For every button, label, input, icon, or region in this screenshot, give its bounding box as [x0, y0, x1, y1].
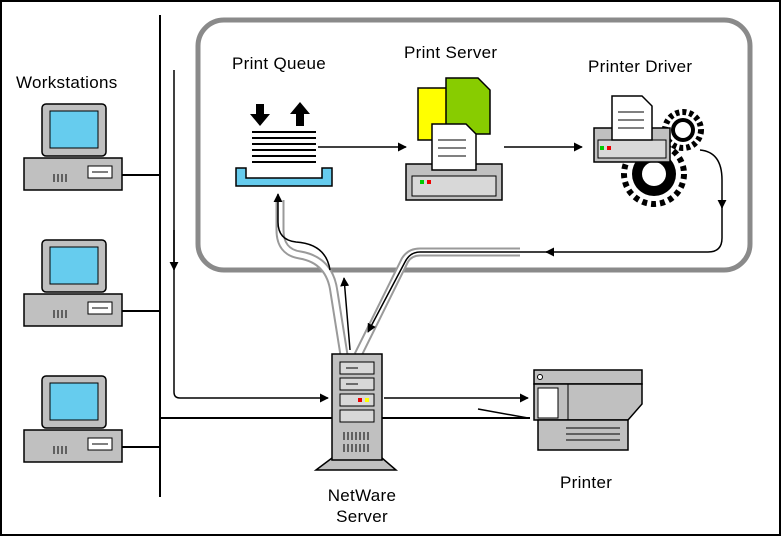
job-to-server-arrow — [173, 70, 329, 403]
print-server-icon — [405, 77, 503, 201]
driver-down-arrow — [699, 149, 727, 209]
print-server-label: Print Server — [404, 43, 498, 62]
monitor-icon — [41, 375, 107, 429]
status-led-red — [427, 180, 431, 184]
printer-driver-icon — [593, 95, 704, 207]
driver-return-arrow — [545, 206, 723, 257]
up-arrow-icon — [290, 102, 310, 126]
workstations-label: Workstations — [16, 73, 118, 92]
netware-server-icon — [313, 353, 399, 471]
status-led-yellow — [365, 398, 369, 402]
status-led-green — [600, 146, 604, 150]
printer-driver-label: Printer Driver — [588, 57, 693, 76]
queue-tray-icon — [235, 167, 333, 187]
down-arrow-icon — [250, 104, 270, 126]
driver-document-icon — [611, 95, 653, 141]
monitor-icon — [41, 239, 107, 293]
netware-server-label-line1: NetWare — [327, 486, 397, 505]
status-led-green — [420, 180, 424, 184]
workstation-1 — [23, 103, 123, 191]
status-led-red — [358, 398, 362, 402]
printer-icon — [533, 369, 643, 451]
monitor-icon — [41, 103, 107, 157]
workstation-3 — [23, 375, 123, 463]
queue-entry-arrow — [273, 193, 331, 271]
document-white-icon — [431, 123, 477, 171]
workstation-2 — [23, 239, 123, 327]
printer-label: Printer — [560, 473, 613, 492]
gear-icon — [621, 141, 687, 207]
status-led-red — [607, 146, 611, 150]
printer-cable — [477, 408, 529, 419]
print-queue-icon — [235, 102, 333, 187]
return-to-server-arrow — [367, 251, 548, 333]
netware-server-label-line2: Server — [336, 507, 388, 526]
server-to-queue-arrow — [340, 277, 351, 351]
print-queue-label: Print Queue — [232, 54, 327, 73]
